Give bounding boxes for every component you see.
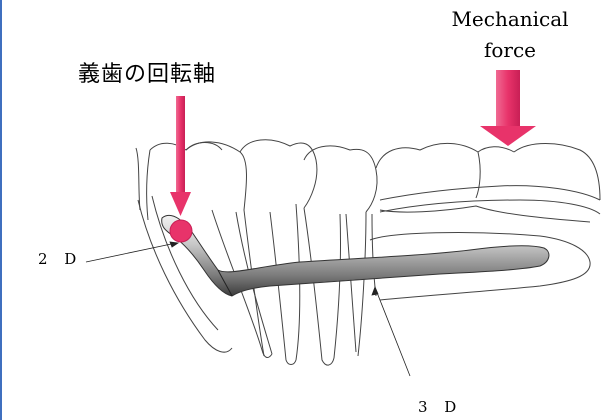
connector-bar [161,215,550,297]
mechanical-force-label: Mechanical force [440,4,580,66]
force-label-line2: force [483,38,537,62]
rotation-axis-arrow [170,96,191,216]
tooth-crowns [135,139,601,223]
force-label-line1: Mechanical [451,7,569,31]
tooth-roots [137,195,377,366]
rotation-axis-label: 義歯の回転軸 [78,62,217,87]
frame-edge [0,0,2,420]
label-3d: 3 D [418,398,463,416]
label-2d: 2 D [38,250,83,268]
leader-lines [85,241,411,377]
denture-base-outline [369,232,591,301]
rotation-point [169,219,193,243]
mechanical-force-arrow [480,70,536,146]
